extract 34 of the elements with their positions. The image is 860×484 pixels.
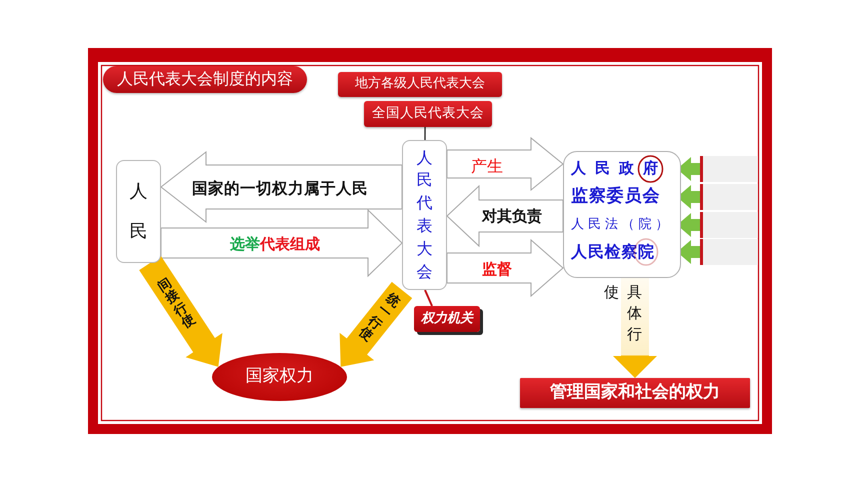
edge-label: 对其负责 <box>482 207 542 225</box>
heading-banner: 地方各级人民代表大会 <box>338 72 502 97</box>
edge-label: 选举代表组成 <box>230 235 320 253</box>
ellipse-badge: 国家权力 <box>212 353 347 401</box>
arrow <box>613 278 657 378</box>
block-arrow <box>160 208 403 278</box>
heading-banner: 全国人民代表大会 <box>364 101 492 127</box>
block-arrow <box>446 136 564 192</box>
edge-label: 具体行使 <box>604 282 642 344</box>
faded-tile <box>700 212 758 238</box>
faded-tile <box>700 156 758 182</box>
text-card: 人民代表大会 <box>402 140 447 290</box>
edge-label: 产生 <box>471 156 503 176</box>
connector-line <box>424 290 433 306</box>
organ-name: 人民法（院） <box>569 212 677 238</box>
organ-name: 监察委员会 <box>569 184 677 210</box>
connector-line <box>424 127 426 140</box>
block-arrow <box>160 150 402 223</box>
faded-tile <box>700 184 758 210</box>
title-banner: 人民代表大会制度的内容 <box>103 66 307 93</box>
arrow <box>139 256 222 367</box>
arrow <box>340 282 412 367</box>
edge-label: 间接行使 <box>156 276 198 332</box>
edge-label: 监督 <box>482 260 512 278</box>
heading-banner: 管理国家和社会的权力 <box>520 378 750 408</box>
block-arrow <box>446 238 564 298</box>
block-arrow <box>446 184 564 248</box>
faded-tile <box>700 239 758 265</box>
text-card: 人民 <box>116 160 161 263</box>
organ-name: 人民检察院 <box>569 239 677 265</box>
edge-label: 国家的一切权力属于人民 <box>192 180 368 198</box>
edge-label: 统一行使 <box>356 292 402 345</box>
callout-bubble: 权力机关 <box>414 306 480 332</box>
group-panel <box>563 151 681 278</box>
